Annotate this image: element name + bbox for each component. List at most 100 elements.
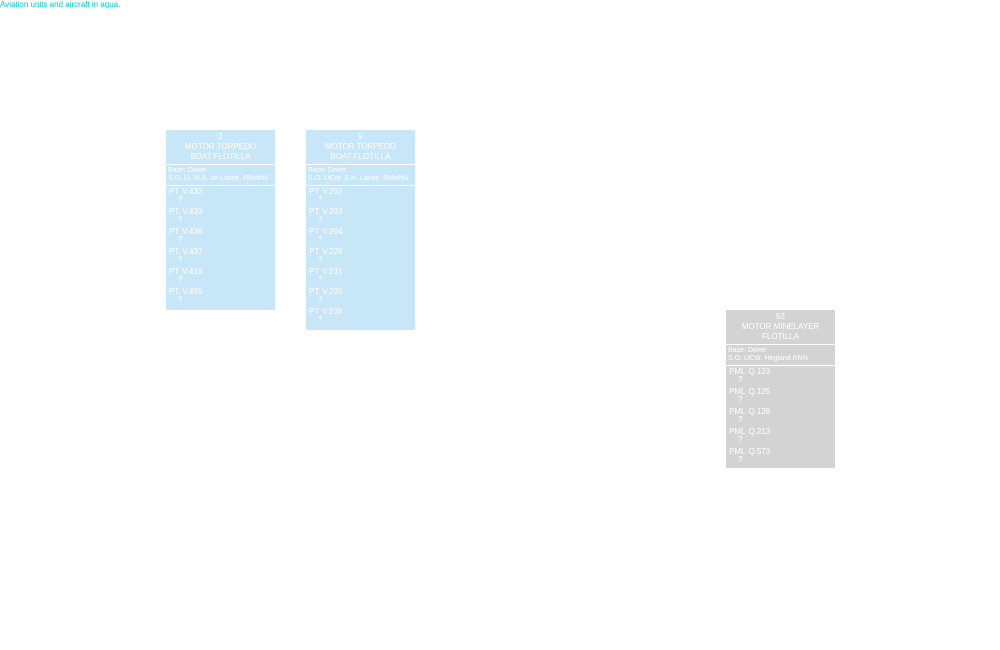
vessel-name: V.203: [322, 207, 343, 216]
vessel-commander: ?: [178, 215, 183, 224]
unit-box-52-mml-flotilla: 52 MOTOR MINELAYER FLOTILLA Base: Dover …: [726, 310, 835, 468]
vessel-commander: ?: [738, 375, 743, 384]
vessel-name: V.437: [182, 247, 203, 256]
vessel-type: PT: [169, 207, 180, 216]
vessel-type: PT: [309, 267, 320, 276]
vessel-commander: ?: [318, 295, 323, 304]
vessel-type: PT: [309, 187, 320, 196]
vessel-commander: ?: [178, 295, 183, 304]
vessel-name: V.433: [182, 207, 203, 216]
vessel-name: V.229: [322, 247, 343, 256]
unit-number: 52: [776, 312, 785, 321]
unit-title-line1: MOTOR MINELAYER: [741, 322, 820, 331]
vessel-name: V.418: [182, 267, 203, 276]
unit-base: Base: Dover: [308, 167, 347, 174]
unit-title-line1: MOTOR TORPEDO: [184, 142, 257, 151]
unit-title-line2: BOAT FLOTILLA: [330, 152, 391, 161]
legend-note: Aviation units and aircraft in aqua.: [0, 0, 121, 9]
vessel-type: PT: [169, 247, 180, 256]
vessel-type: PT: [309, 227, 320, 236]
vessel-name: V.231: [322, 267, 343, 276]
unit-number: 2: [218, 132, 223, 141]
unit-box-9-mtb-flotilla: 9 MOTOR TORPEDO BOAT FLOTILLA Base: Dove…: [306, 130, 415, 330]
vessel-commander: ?: [318, 215, 323, 224]
vessel-type: PT: [309, 247, 320, 256]
vessel-name: V.432: [182, 187, 203, 196]
vessel-type: PT: [169, 287, 180, 296]
vessel-type: PML: [729, 427, 746, 436]
unit-header: 9 MOTOR TORPEDO BOAT FLOTILLA: [306, 130, 415, 165]
unit-senior-officer: S.O. LtCdr. E.H. Larive, RNethN: [308, 175, 408, 182]
unit-title-line2: BOAT FLOTILLA: [190, 152, 251, 161]
vessel-commander: ?: [178, 235, 183, 244]
vessel-commander: ?: [178, 275, 183, 284]
vessel-commander: ?: [318, 315, 323, 324]
vessel-name: V.435: [182, 287, 203, 296]
unit-header: 2 MOTOR TORPEDO BOAT FLOTILLA: [166, 130, 275, 165]
vessel-commander: ?: [738, 395, 743, 404]
vessel-type: PML: [729, 447, 746, 456]
vessel-type: PML: [729, 387, 746, 396]
unit-number: 9: [358, 132, 363, 141]
vessel-type: PT: [309, 287, 320, 296]
vessel-type: PML: [729, 407, 746, 416]
vessel-name: V.202: [322, 187, 343, 196]
vessel-name: V.236: [322, 307, 343, 316]
unit-info: Base: Dover S.O. LtCdr. Hegland RNN: [726, 345, 835, 366]
unit-title-line1: MOTOR TORPEDO: [324, 142, 397, 151]
unit-info: Base: Dover S.O. Lt. W.A. de Looze, RNet…: [166, 165, 275, 186]
vessel-type: PT: [169, 187, 180, 196]
vessel-commander: ?: [318, 275, 323, 284]
vessel-type: PT: [309, 207, 320, 216]
vessel-type: PML: [729, 367, 746, 376]
unit-senior-officer: S.O. LtCdr. Hegland RNN: [728, 355, 808, 362]
vessel-type: PT: [309, 307, 320, 316]
unit-header: 52 MOTOR MINELAYER FLOTILLA: [726, 310, 835, 345]
vessel-type: PT: [169, 267, 180, 276]
unit-base: Base: Dover: [728, 347, 767, 354]
vessel-commander: ?: [178, 195, 183, 204]
vessel-name: Q.573: [748, 447, 771, 456]
unit-base: Base: Dover: [168, 167, 207, 174]
vessel-commander: ?: [738, 455, 743, 464]
vessel-commander: ?: [178, 255, 183, 264]
vessel-commander: ?: [318, 235, 323, 244]
vessel-commander: ?: [318, 195, 323, 204]
vessel-name: V.436: [182, 227, 203, 236]
unit-senior-officer: S.O. Lt. W.A. de Looze, RNethN: [168, 175, 268, 182]
vessel-commander: ?: [318, 255, 323, 264]
vessel-name: Q.125: [748, 387, 771, 396]
unit-info: Base: Dover S.O. LtCdr. E.H. Larive, RNe…: [306, 165, 415, 186]
vessel-name: Q.128: [748, 407, 771, 416]
vessel-name: Q.213: [748, 427, 771, 436]
vessel-name: Q.123: [748, 367, 771, 376]
unit-title-line2: FLOTILLA: [762, 332, 799, 341]
vessel-name: V.235: [322, 287, 343, 296]
vessel-type: PT: [169, 227, 180, 236]
vessel-name: V.204: [322, 227, 343, 236]
unit-box-2-mtb-flotilla: 2 MOTOR TORPEDO BOAT FLOTILLA Base: Dove…: [166, 130, 275, 310]
vessel-commander: ?: [738, 415, 743, 424]
vessel-commander: ?: [738, 435, 743, 444]
